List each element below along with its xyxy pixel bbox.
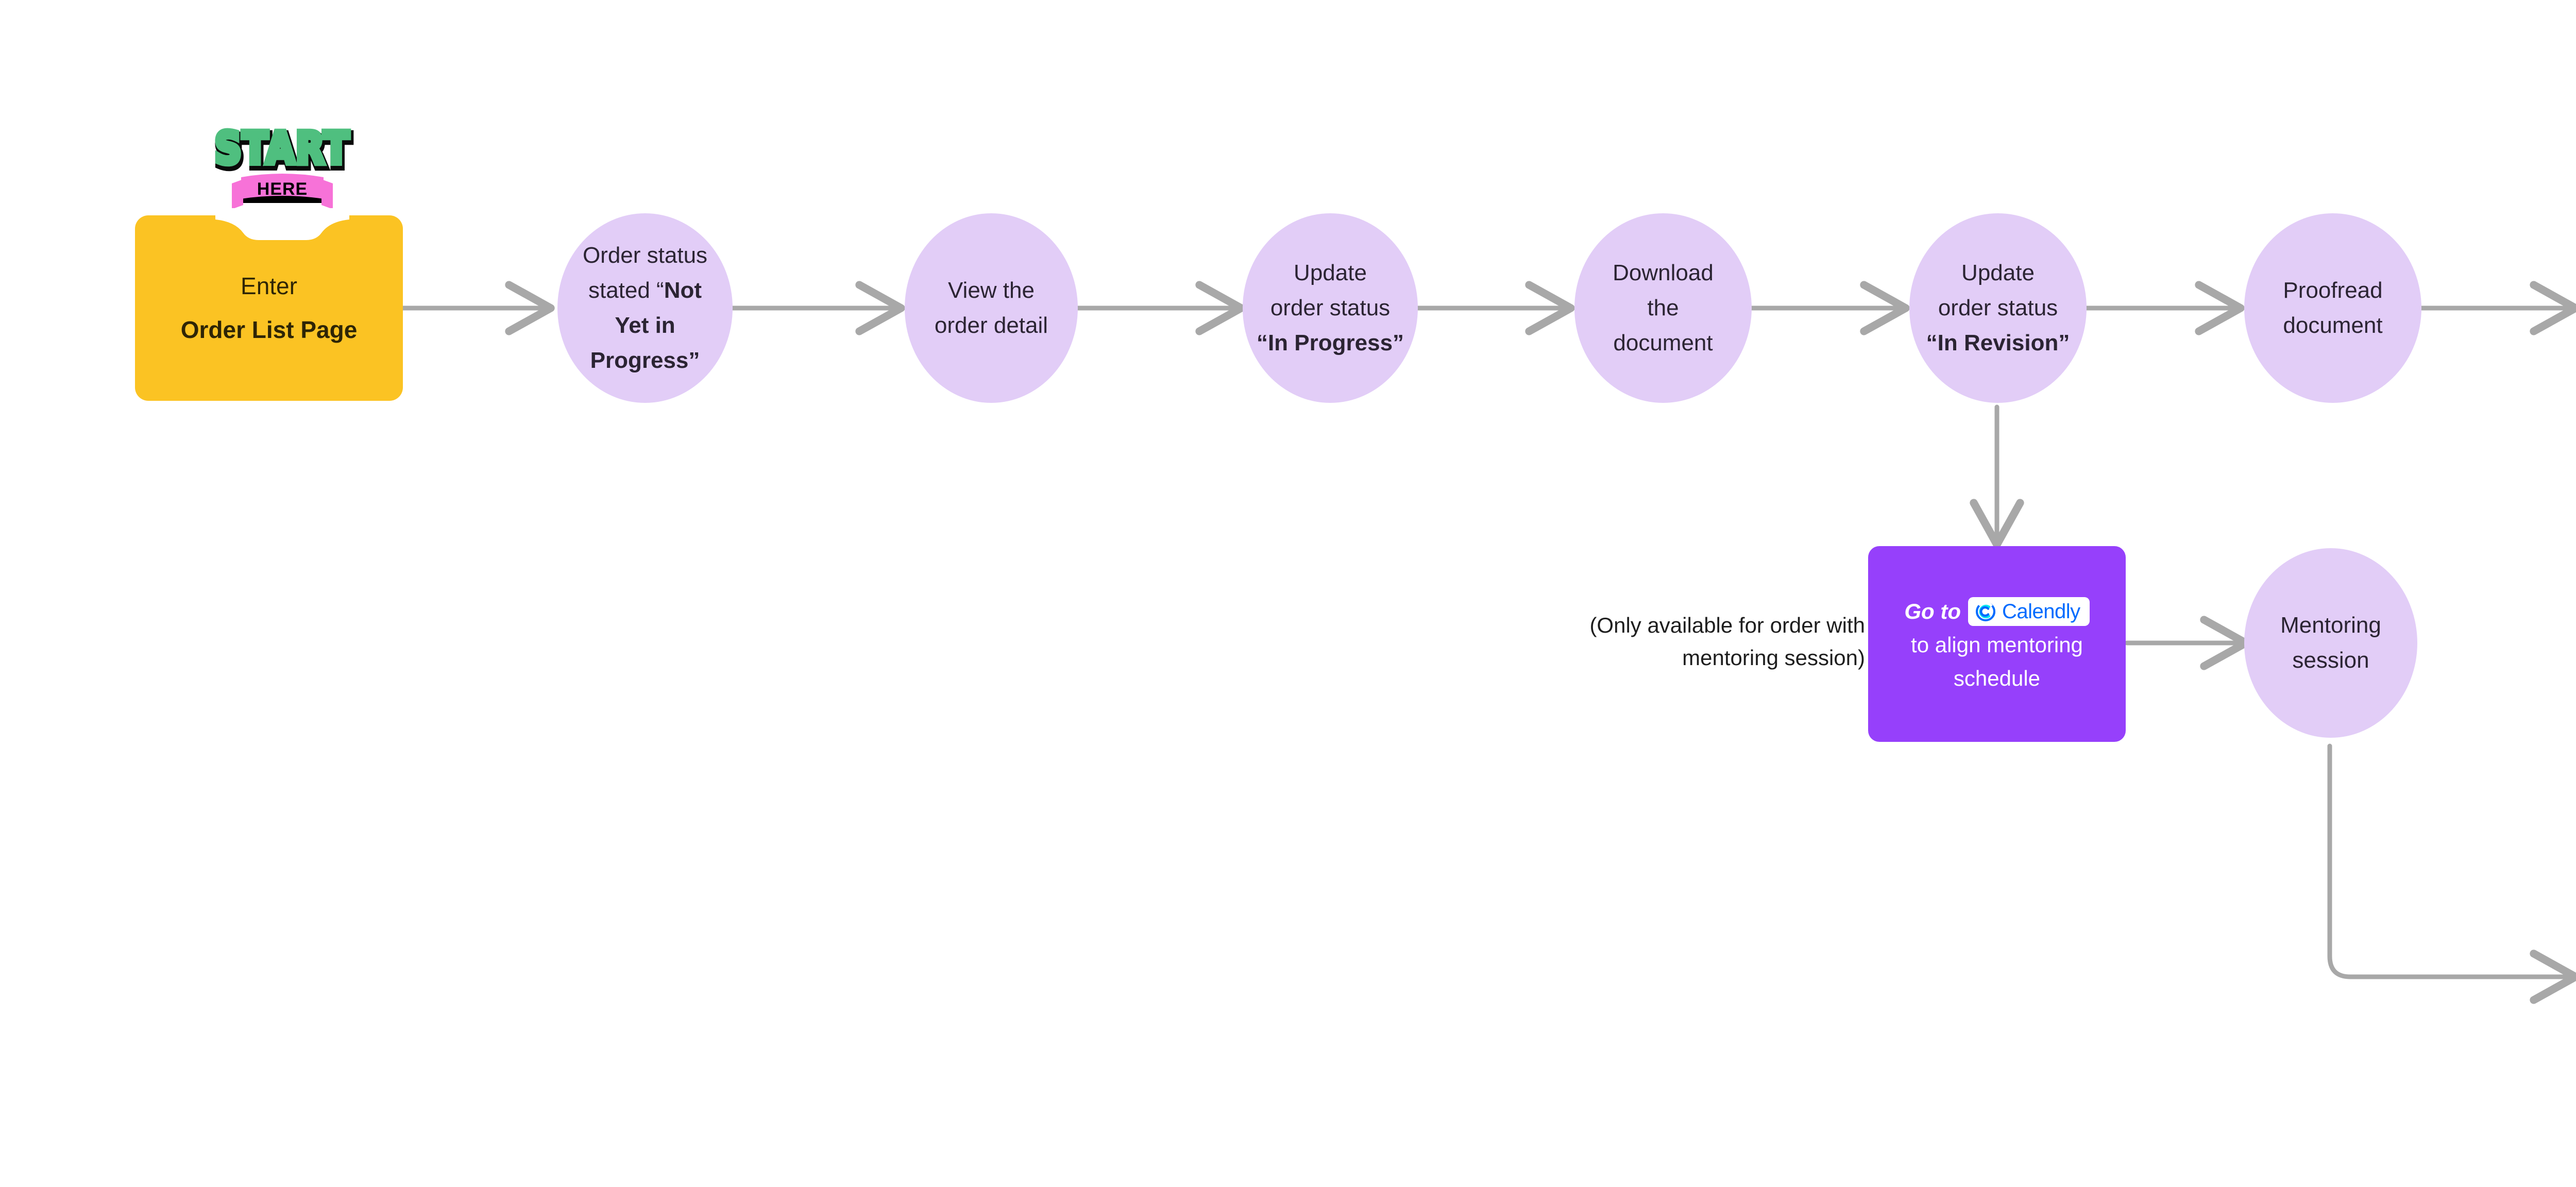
inrevision-line-1: Update (1961, 260, 2035, 285)
note-line-1: (Only available for order with (1589, 613, 1865, 637)
proofread-line-1: Proofread (2283, 277, 2383, 303)
node-enter-order-list-page[interactable]: Enter Order List Page (135, 215, 403, 401)
inprogress-line-1: Update (1294, 260, 1367, 285)
calendly-goto-label: Go to (1904, 599, 1961, 624)
note-line-2: mentoring session) (1682, 646, 1865, 670)
mentoring-line-1: Mentoring (2280, 612, 2381, 638)
calendly-logo-icon (1974, 601, 1995, 622)
download-line-2: the (1647, 295, 1679, 320)
node-download-document[interactable]: Download the document (1574, 213, 1752, 403)
proofread-line-2: document (2283, 313, 2383, 338)
sticker-notch (215, 208, 349, 240)
node-status-not-yet-in-progress[interactable]: Order status stated “Not Yet in Progress… (557, 213, 733, 403)
node-proofread-document-text: Proofread document (2269, 273, 2396, 343)
node-view-order-detail-text: View the order detail (921, 273, 1061, 343)
calendly-brand-chip[interactable]: Calendly (1968, 597, 2090, 626)
node-download-document-text: Download the document (1599, 256, 1727, 361)
node-update-in-progress-text: Update order status “In Progress” (1247, 256, 1413, 361)
inrevision-bold: “In Revision” (1926, 330, 2070, 356)
ribbon-shape (232, 174, 333, 209)
mentoring-line-2: session (2292, 648, 2369, 673)
node-calendly-step[interactable]: Go to Calendly to align mentoring schedu… (1868, 546, 2126, 742)
start-ribbon: HERE (231, 172, 334, 209)
calendly-tail-line-1: to align mentoring (1911, 633, 2083, 657)
node-mentoring-session[interactable]: Mentoring session (2244, 548, 2417, 738)
enter-line-2: Order List Page (180, 316, 358, 343)
start-word: START (212, 120, 351, 177)
node-status-not-yet-text: Order status stated “Not Yet in Progress… (557, 238, 733, 379)
inrevision-line-2: order status (1938, 295, 2058, 320)
start-ribbon-text: HERE (257, 179, 308, 199)
mentoring-availability-note: (Only available for order with mentoring… (1535, 609, 1865, 674)
start-sticker: START START HERE (205, 120, 360, 215)
calendly-brand-label: Calendly (2002, 600, 2080, 623)
edge-mentoring-to-done (2327, 743, 2576, 1004)
node-view-order-detail[interactable]: View the order detail (905, 213, 1078, 403)
node-update-status-in-progress[interactable]: Update order status “In Progress” (1243, 213, 1418, 403)
download-line-3: document (1613, 330, 1713, 356)
notyet-line-2: stated “ (588, 277, 664, 303)
notyet-bold: Not Yet in Progress” (590, 277, 702, 374)
node-mentoring-session-text: Mentoring session (2267, 608, 2395, 678)
notyet-line-1: Order status (582, 242, 708, 268)
start-word-shadow: START (212, 122, 353, 181)
node-calendly-text: Go to Calendly to align mentoring schedu… (1895, 593, 2098, 696)
node-update-status-in-revision[interactable]: Update order status “In Revision” (1909, 213, 2087, 403)
node-enter-order-list-page-text: Enter Order List Page (167, 268, 371, 349)
calendly-tail-line-2: schedule (1953, 666, 2041, 691)
inprogress-bold: “In Progress” (1256, 330, 1404, 356)
node-update-in-revision-text: Update order status “In Revision” (1918, 256, 2078, 361)
enter-line-1: Enter (241, 272, 297, 299)
download-line-1: Download (1613, 260, 1714, 285)
node-proofread-document[interactable]: Proofread document (2244, 213, 2421, 403)
viewdetail-line-1: View the (948, 277, 1035, 303)
viewdetail-line-2: order detail (934, 313, 1048, 338)
inprogress-line-2: order status (1270, 295, 1391, 320)
